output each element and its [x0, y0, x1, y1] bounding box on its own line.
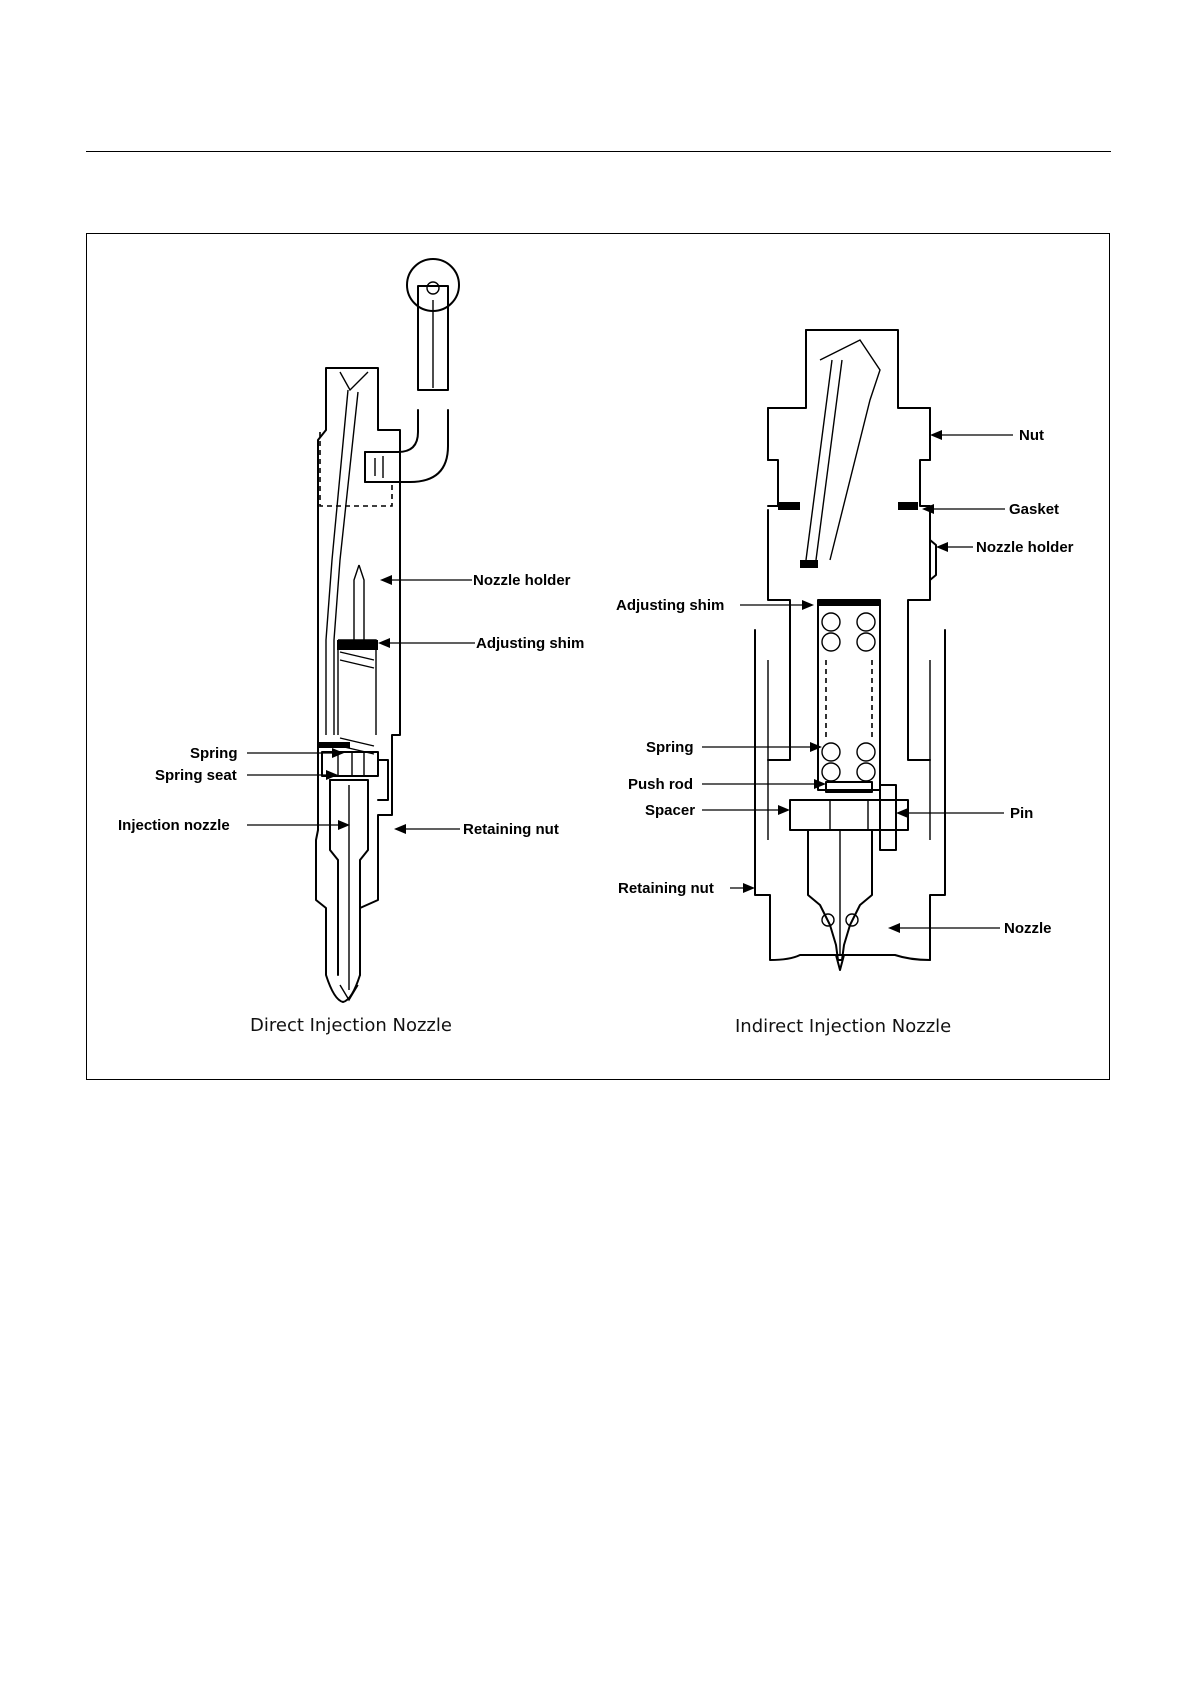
direct-injection-nozzle-drawing [316, 259, 459, 1002]
caption-indirect-injection-nozzle: Indirect Injection Nozzle [735, 1016, 951, 1037]
label-direct-nozzle-holder: Nozzle holder [473, 572, 571, 589]
label-indirect-retaining-nut: Retaining nut [618, 880, 714, 897]
indirect-injection-nozzle-drawing [755, 330, 945, 970]
caption-direct-injection-nozzle: Direct Injection Nozzle [250, 1015, 452, 1036]
label-direct-retaining-nut: Retaining nut [463, 821, 559, 838]
label-direct-injection-nozzle: Injection nozzle [118, 817, 230, 834]
label-indirect-nozzle-holder: Nozzle holder [976, 539, 1074, 556]
label-direct-adjusting-shim: Adjusting shim [476, 635, 584, 652]
label-indirect-gasket: Gasket [1009, 501, 1059, 518]
label-indirect-adjusting-shim: Adjusting shim [616, 597, 724, 614]
label-indirect-nut: Nut [1019, 427, 1044, 444]
label-indirect-spring: Spring [646, 739, 694, 756]
label-indirect-push-rod: Push rod [628, 776, 693, 793]
label-direct-spring: Spring [190, 745, 238, 762]
label-indirect-nozzle: Nozzle [1004, 920, 1052, 937]
label-indirect-spacer: Spacer [645, 802, 695, 819]
label-indirect-pin: Pin [1010, 805, 1033, 822]
label-direct-spring-seat: Spring seat [155, 767, 237, 784]
